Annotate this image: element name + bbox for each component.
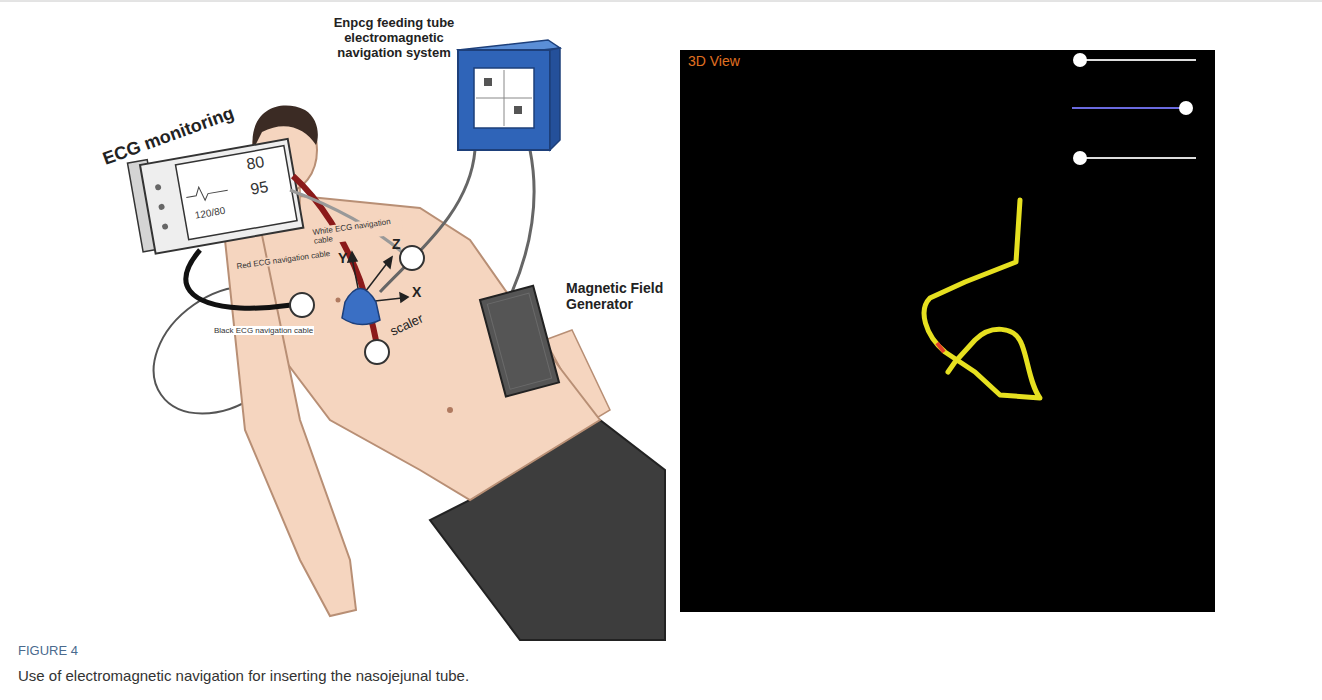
device-label: ECG monitoring: [100, 92, 267, 170]
top-rule: [0, 1, 1322, 2]
cable-label: Black ECG navigation cable: [214, 326, 314, 335]
navel: [447, 407, 453, 413]
view-title: 3D View: [688, 53, 768, 69]
navigation-system: [458, 40, 560, 150]
generator-cable: [512, 150, 534, 292]
view-panel: [680, 50, 1215, 612]
nipple: [336, 298, 341, 303]
monitor-value: 80: [245, 149, 288, 174]
feeding-tube-track: [924, 200, 1040, 398]
cable-label: White ECG navigation cable: [312, 215, 404, 246]
monitor-value: 120/80: [194, 201, 245, 221]
figure-caption: Use of electromagnetic navigation for in…: [18, 667, 1298, 684]
figure-number: FIGURE 4: [18, 644, 318, 659]
monitor-value: 95: [249, 174, 292, 199]
axis-label: Y: [338, 250, 352, 266]
ecg-monitor: [127, 135, 303, 256]
axis-label: X: [412, 284, 426, 300]
device-label: Enpcg feeding tube electromagnetic navig…: [333, 16, 455, 61]
electrode: [365, 340, 389, 364]
axis-label: scaler: [388, 305, 440, 340]
sliders: [1072, 53, 1196, 165]
sensor: [342, 289, 380, 325]
device-label: Magnetic Field Generator: [566, 280, 666, 312]
arm: [225, 235, 356, 616]
cable-label: Red ECG navigation cable: [236, 248, 336, 271]
electrode: [400, 246, 424, 270]
electrode: [290, 293, 314, 317]
tube-tip: [937, 343, 944, 352]
axis-label: Z: [392, 236, 406, 252]
magnetic-field-generator: [480, 286, 559, 397]
